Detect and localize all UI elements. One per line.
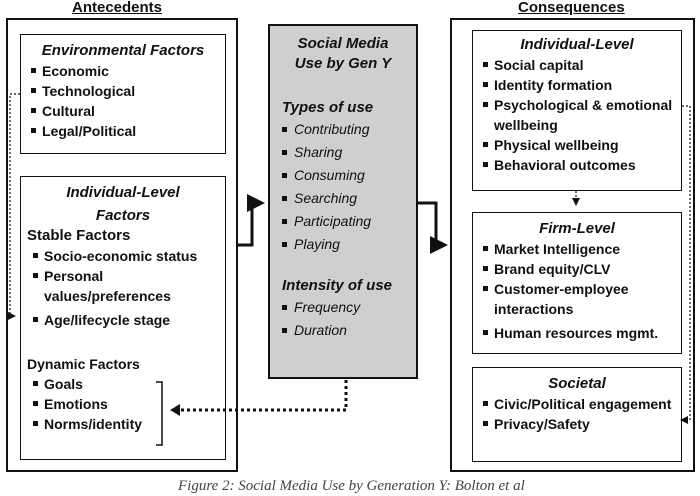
list-item: Sharing [270, 141, 416, 164]
intensity-of-use-label: Intensity of use [282, 277, 393, 294]
arrowhead-feedback [170, 404, 180, 416]
firm-level-list: Market Intelligence Brand equity/CLV Cus… [481, 239, 673, 343]
individual-antecedents-title-line1: Individual-Level [66, 184, 180, 201]
antecedents-frame [6, 18, 238, 472]
dynamic-factors-list: Goals Emotions Norms/identity [31, 374, 219, 434]
arrow-use-feedback-dotted [178, 380, 348, 412]
list-item: Cultural [29, 101, 217, 121]
intensity-of-use-list: Frequency Duration [270, 296, 416, 342]
list-item: Market Intelligence [481, 239, 673, 259]
list-item: Economic [29, 61, 217, 81]
list-item: Personal values/preferences [31, 266, 219, 306]
list-item: Goals [31, 374, 219, 394]
individual-antecedents-box: Individual-Level Factors Stable Factors … [20, 176, 226, 460]
arrow-use-to-consequences [418, 201, 448, 254]
figure-caption: Figure 2: Social Media Use by Generation… [178, 478, 525, 494]
list-item: Socio-economic status [31, 246, 219, 266]
list-item: Consuming [270, 164, 416, 187]
list-item: Playing [270, 233, 416, 256]
list-item: Psychological & emotional wellbeing [481, 95, 673, 135]
list-item: Contributing [270, 118, 416, 141]
social-media-use-box: Social Media Use by Gen Y Types of use C… [268, 24, 418, 379]
list-item: Duration [270, 319, 416, 342]
societal-title: Societal [548, 375, 606, 392]
societal-box: Societal Civic/Political engagement Priv… [472, 367, 682, 462]
individual-consequences-title: Individual-Level [520, 36, 634, 53]
list-item: Social capital [481, 55, 673, 75]
social-media-use-title-line1: Social Media [297, 35, 389, 52]
list-item: Technological [29, 81, 217, 101]
list-item: Identity formation [481, 75, 673, 95]
arrow-antecedents-to-use [238, 194, 265, 247]
consequences-header: Consequences [518, 0, 625, 16]
dynamic-factors-bracket [156, 381, 163, 446]
individual-antecedents-title-line2: Factors [95, 207, 151, 224]
environmental-factors-list: Economic Technological Cultural Legal/Po… [29, 61, 217, 141]
individual-consequences-list: Social capital Identity formation Psycho… [481, 55, 673, 175]
list-item: Emotions [31, 394, 219, 414]
environmental-factors-title: Environmental Factors [41, 42, 205, 59]
list-item: Frequency [270, 296, 416, 319]
list-item: Behavioral outcomes [481, 155, 673, 175]
list-item: Norms/identity [31, 414, 219, 434]
list-item: Physical wellbeing [481, 135, 673, 155]
types-of-use-label: Types of use [282, 99, 374, 116]
list-item: Brand equity/CLV [481, 259, 673, 279]
list-item: Customer-employee interactions [481, 279, 673, 319]
arrow-environmental-to-individual [8, 93, 20, 320]
list-item: Human resources mgmt. [481, 323, 673, 343]
social-media-use-title-line2: Use by Gen Y [294, 55, 392, 72]
list-item: Legal/Political [29, 121, 217, 141]
list-item: Searching [270, 187, 416, 210]
firm-level-box: Firm-Level Market Intelligence Brand equ… [472, 212, 682, 354]
list-item: Participating [270, 210, 416, 233]
individual-consequences-box: Individual-Level Social capital Identity… [472, 30, 682, 191]
environmental-factors-box: Environmental Factors Economic Technolog… [20, 34, 226, 154]
list-item: Civic/Political engagement [481, 394, 673, 414]
list-item: Age/lifecycle stage [31, 310, 219, 330]
antecedents-header: Antecedents [72, 0, 163, 16]
firm-level-title: Firm-Level [539, 220, 615, 237]
dynamic-factors-label: Dynamic Factors [27, 356, 140, 372]
types-of-use-list: Contributing Sharing Consuming Searching… [270, 118, 416, 256]
list-item: Privacy/Safety [481, 414, 673, 434]
societal-list: Civic/Political engagement Privacy/Safet… [481, 394, 673, 434]
stable-factors-list: Socio-economic status Personal values/pr… [31, 246, 219, 330]
stable-factors-label: Stable Factors [27, 227, 131, 244]
consequences-frame [450, 18, 695, 472]
arrow-individual-to-societal [680, 105, 691, 424]
